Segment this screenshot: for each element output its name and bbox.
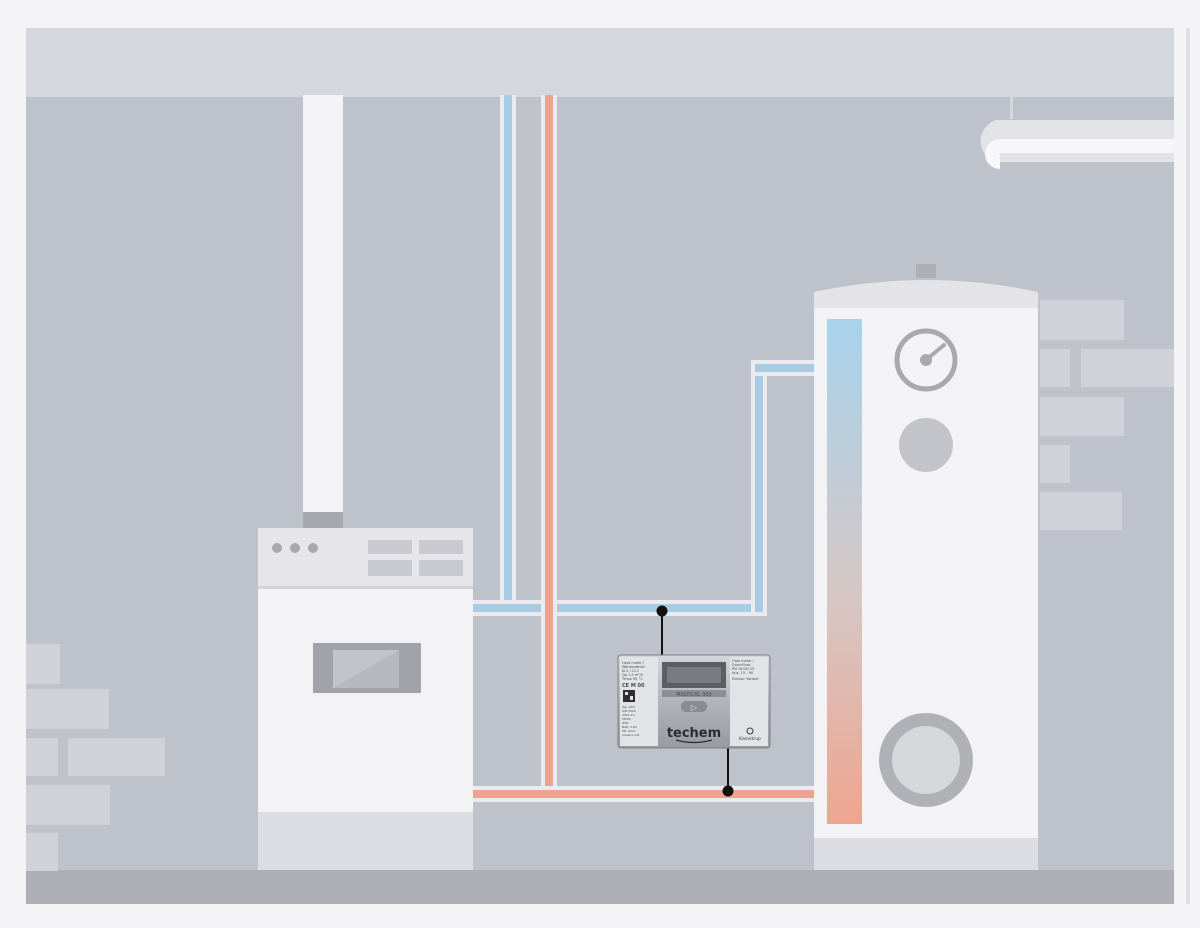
- temperature-gradient: [827, 319, 862, 824]
- meter-maker: Kamstrup: [739, 736, 761, 742]
- indicator-light: [308, 543, 318, 553]
- flue-pipe: [303, 95, 343, 528]
- supply-pipe: [473, 95, 815, 802]
- heat-meter: MULTICAL 303 ▷ Heat meter / Wärmezähler …: [617, 654, 771, 749]
- ceiling: [26, 28, 1174, 97]
- indicator-light: [272, 543, 282, 553]
- svg-text:Tmax 90 °C: Tmax 90 °C: [621, 677, 643, 681]
- svg-text:Wärmezähler: Wärmezähler: [622, 665, 646, 669]
- play-icon: ▷: [691, 703, 698, 712]
- svg-text:EN 1434: EN 1434: [622, 729, 635, 733]
- kamstrup-logo-icon: [746, 727, 754, 735]
- meter-label-right: Flow meter / Durchfluss PN 16 DN 15 Anz.…: [732, 659, 759, 681]
- svg-text:Flow meter /: Flow meter /: [732, 659, 755, 663]
- boiler: [258, 528, 473, 870]
- svg-text:Einbau: Vorlauf: Einbau: Vorlauf: [732, 677, 759, 681]
- pressure-gauge-icon: [894, 328, 958, 392]
- meter-button[interactable]: [681, 701, 707, 712]
- left-bricks: [26, 644, 165, 871]
- svg-text:made in DK: made in DK: [622, 733, 640, 737]
- ceiling-pipe: [980, 97, 1174, 169]
- svg-text:PN 16 DN 15: PN 16 DN 15: [732, 667, 754, 671]
- svg-text:Batt. 3.6V: Batt. 3.6V: [622, 725, 638, 729]
- svg-text:IP65: IP65: [622, 721, 629, 725]
- svg-text:2021-10: 2021-10: [622, 713, 635, 717]
- floor: [26, 870, 1174, 904]
- meter-model: MULTICAL 303: [676, 692, 711, 698]
- hot-water-tank: [814, 264, 1038, 870]
- ce-mark: CE M 00: [622, 683, 645, 689]
- svg-text:S/N 5520: S/N 5520: [622, 709, 636, 713]
- tank-port: [899, 418, 953, 472]
- sensor-wires: [656, 605, 734, 797]
- qr-code: [623, 690, 635, 702]
- meter-brand: techem: [667, 726, 721, 741]
- svg-text:Typ: 603: Typ: 603: [621, 705, 635, 709]
- svg-text:Pt500: Pt500: [622, 717, 631, 721]
- svg-text:Durchfluss: Durchfluss: [732, 663, 751, 667]
- svg-text:Heat meter /: Heat meter /: [622, 661, 645, 665]
- svg-text:Qp 1.5 m³/h: Qp 1.5 m³/h: [622, 673, 643, 677]
- right-bricks: [1040, 300, 1174, 530]
- control-panel: [368, 540, 463, 576]
- meter-label-left: Heat meter / Wärmezähler Kl.2 / Cl.2 Qp …: [621, 661, 646, 737]
- indicator-light: [290, 543, 300, 553]
- svg-text:Anz. 15 - 90: Anz. 15 - 90: [732, 671, 753, 675]
- svg-text:Kl.2 / Cl.2: Kl.2 / Cl.2: [622, 669, 639, 673]
